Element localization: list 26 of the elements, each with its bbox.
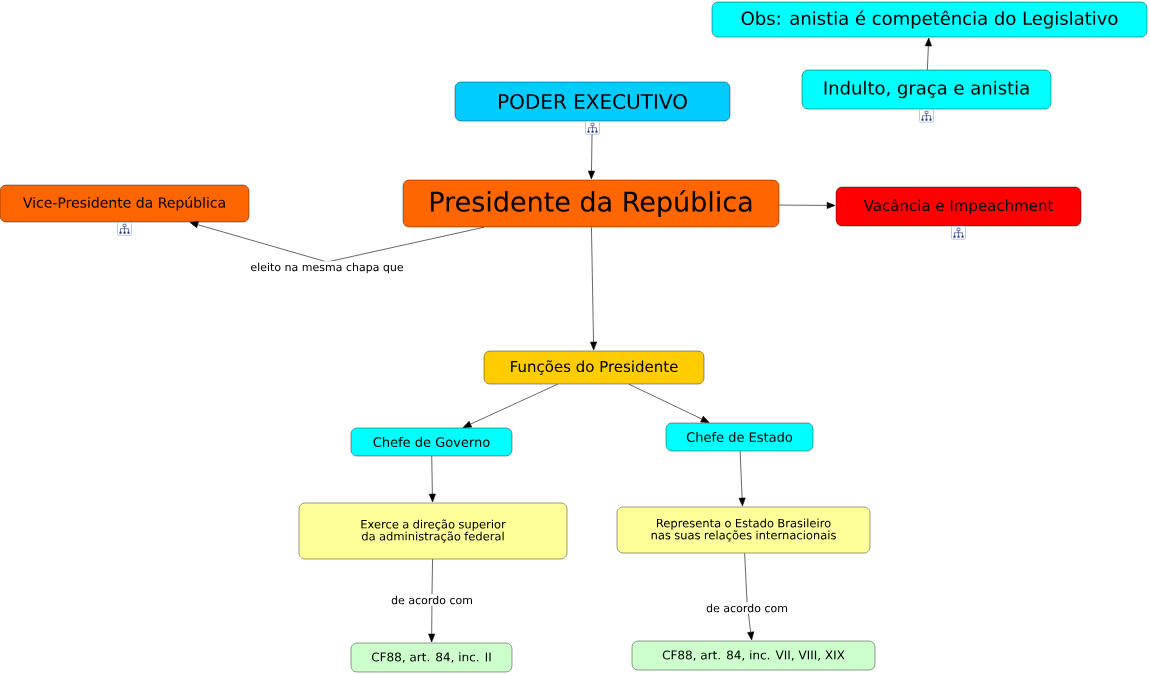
arrow	[778, 202, 836, 209]
concept-box: Representa o Estado Brasileiro nas suas relações internacionais	[616, 506, 871, 554]
arrow	[189, 221, 485, 263]
concept-box: Indulto, graça e anistia	[801, 69, 1052, 110]
arrow	[744, 552, 755, 641]
concept-box: CF88, art. 84, inc. VII, VIII, XIX	[631, 640, 876, 671]
arrow	[628, 383, 710, 423]
concept-box: PODER EXECUTIVO	[454, 81, 731, 122]
concept-box: Obs: anistia é competência do Legislativo	[711, 1, 1148, 38]
concept-box: Vacância e Impeachment	[835, 186, 1082, 227]
concept-box: Presidente da República	[402, 179, 780, 228]
concept-box: Exerce a direção superior da administração federal	[298, 502, 568, 560]
concept-box: CF88, art. 84, inc. II	[350, 642, 513, 673]
arrow	[428, 455, 436, 503]
arrow	[428, 558, 436, 643]
arrow	[924, 37, 932, 71]
arrow	[738, 450, 746, 507]
concept-box: Vice-Presidente da República	[0, 184, 250, 223]
arrow	[590, 226, 597, 351]
concept-box: Chefe de Governo	[350, 427, 513, 457]
arrow	[462, 383, 558, 428]
concept-box: Chefe de Estado	[665, 422, 814, 452]
edge-label: de acordo com	[704, 602, 790, 614]
edge-label: eleito na mesma chapa que	[248, 261, 406, 275]
edge-label: de acordo com	[389, 594, 475, 606]
concept-box: Funções do Presidente	[483, 350, 705, 385]
